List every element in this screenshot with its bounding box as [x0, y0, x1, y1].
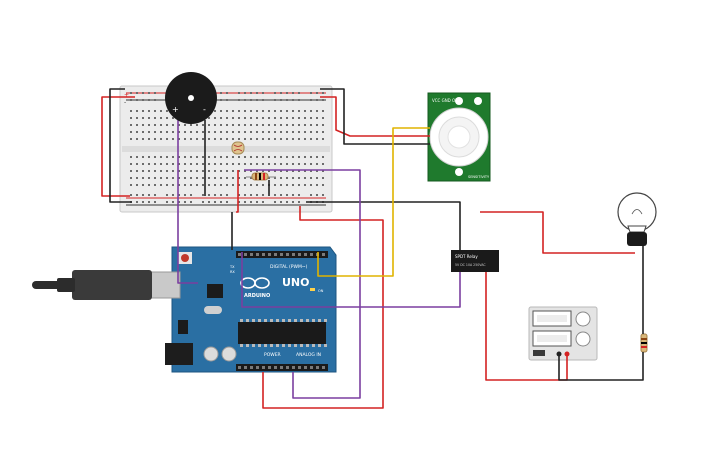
arduino-brand: ARDUINO — [244, 293, 270, 299]
rx-label: RX — [230, 270, 235, 274]
wire-red — [262, 206, 384, 409]
relay-sub-label: 5V DC 10A 250VAC — [455, 263, 486, 267]
power-supply[interactable] — [528, 306, 598, 361]
wire-black — [306, 201, 461, 250]
relay-label: SPDT Relay — [455, 254, 478, 259]
wire-red — [236, 170, 239, 213]
wire-black — [109, 88, 132, 203]
pir-sensor[interactable]: VCC GND OUT SENSITIVITY DELAY — [427, 92, 502, 182]
wire-purple — [244, 169, 361, 399]
buzzer-plus-label: + — [172, 105, 179, 114]
relay-module[interactable]: SPDT Relay 5V DC 10A 250VAC — [451, 250, 499, 272]
buzzer-minus-label: - — [203, 105, 206, 114]
power-header-label: POWER — [264, 352, 281, 358]
wire-red — [485, 272, 568, 381]
digital-header-label: DIGITAL (PWM~) — [270, 264, 308, 270]
ldr[interactable] — [231, 141, 245, 155]
wire-black — [320, 88, 430, 145]
wire-black — [558, 352, 644, 381]
light-bulb[interactable] — [617, 192, 657, 246]
rail-minus-label: - — [124, 99, 126, 106]
wire-red — [480, 211, 635, 254]
on-label: ON — [318, 289, 324, 293]
tx-label: TX — [229, 265, 235, 269]
piezo-buzzer[interactable]: + - — [165, 72, 217, 124]
arduino-uno[interactable]: UNO ARDUINO DIGITAL (PWM~) POWER ANALOG … — [32, 246, 337, 373]
wire-yellow — [317, 127, 430, 277]
wire-purple — [177, 120, 198, 284]
resistor-bulb[interactable] — [640, 333, 648, 353]
analog-header-label: ANALOG IN — [296, 352, 321, 358]
wire-purple — [241, 252, 461, 308]
pir-top-label: VCC GND OUT — [432, 98, 461, 103]
arduino-model: UNO — [282, 276, 310, 289]
breadboard[interactable]: + - — [119, 85, 333, 213]
pir-bottom-label: SENSITIVITY DELAY — [468, 175, 502, 179]
rail-plus-label: + — [124, 92, 129, 99]
resistor-breadboard[interactable] — [246, 172, 276, 181]
wires — [101, 88, 644, 409]
wire-red — [320, 96, 430, 137]
wire-red — [101, 96, 135, 197]
